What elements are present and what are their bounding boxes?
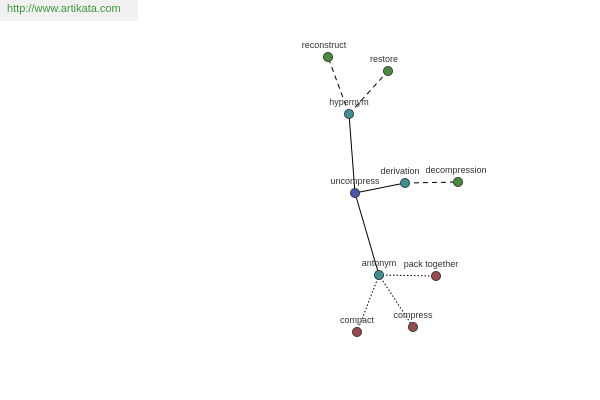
node-derivation[interactable]: derivation (380, 166, 420, 188)
node-compress[interactable]: compress (393, 310, 433, 332)
node-label-compact: compact (340, 315, 375, 325)
edge-uncompress-antonym (354, 192, 380, 276)
node-circle-compact[interactable] (351, 326, 362, 337)
node-label-uncompress: uncompress (330, 176, 380, 186)
node-label-restore: restore (370, 54, 398, 64)
node-uncompress[interactable]: uncompress (330, 176, 380, 198)
node-restore[interactable]: restore (370, 54, 398, 77)
node-label-derivation: derivation (380, 166, 419, 176)
watermark: http://www.artikata.com (0, 0, 138, 21)
edge-hypernym-reconstruct (327, 56, 350, 115)
node-circle-uncompress[interactable] (349, 187, 360, 198)
edge-uncompress-derivation (354, 182, 406, 194)
watermark-link[interactable]: http://www.artikata.com (7, 3, 121, 15)
node-antonym[interactable]: antonym (362, 258, 397, 280)
node-label-compress: compress (393, 310, 433, 320)
node-circle-hypernym[interactable] (343, 109, 354, 120)
node-decompression[interactable]: decompression (425, 165, 487, 187)
node-circle-pack-together[interactable] (430, 270, 441, 281)
node-circle-antonym[interactable] (373, 269, 384, 280)
nodes-layer: uncompress hypernym derivation antonym recon… (302, 40, 487, 337)
node-label-antonym: antonym (362, 258, 397, 268)
edge-antonym-pack-together (378, 274, 437, 277)
node-circle-reconstruct[interactable] (322, 52, 333, 63)
node-label-pack-together: pack together (404, 259, 459, 269)
node-reconstruct[interactable]: reconstruct (302, 40, 347, 63)
node-label-hypernym: hypernym (329, 97, 369, 107)
node-pack-together[interactable]: pack together (404, 259, 459, 281)
node-circle-decompression[interactable] (452, 176, 463, 187)
node-hypernym[interactable]: hypernym (329, 97, 369, 120)
node-circle-compress[interactable] (407, 321, 418, 332)
edge-derivation-decompression (404, 181, 459, 184)
node-circle-restore[interactable] (382, 66, 393, 77)
node-label-decompression: decompression (425, 165, 486, 175)
node-label-reconstruct: reconstruct (302, 40, 347, 50)
edge-uncompress-hypernym (348, 113, 356, 194)
edge-hypernym-restore (348, 70, 389, 115)
node-circle-derivation[interactable] (399, 177, 410, 188)
edges-layer (327, 56, 459, 333)
node-compact[interactable]: compact (340, 315, 375, 337)
